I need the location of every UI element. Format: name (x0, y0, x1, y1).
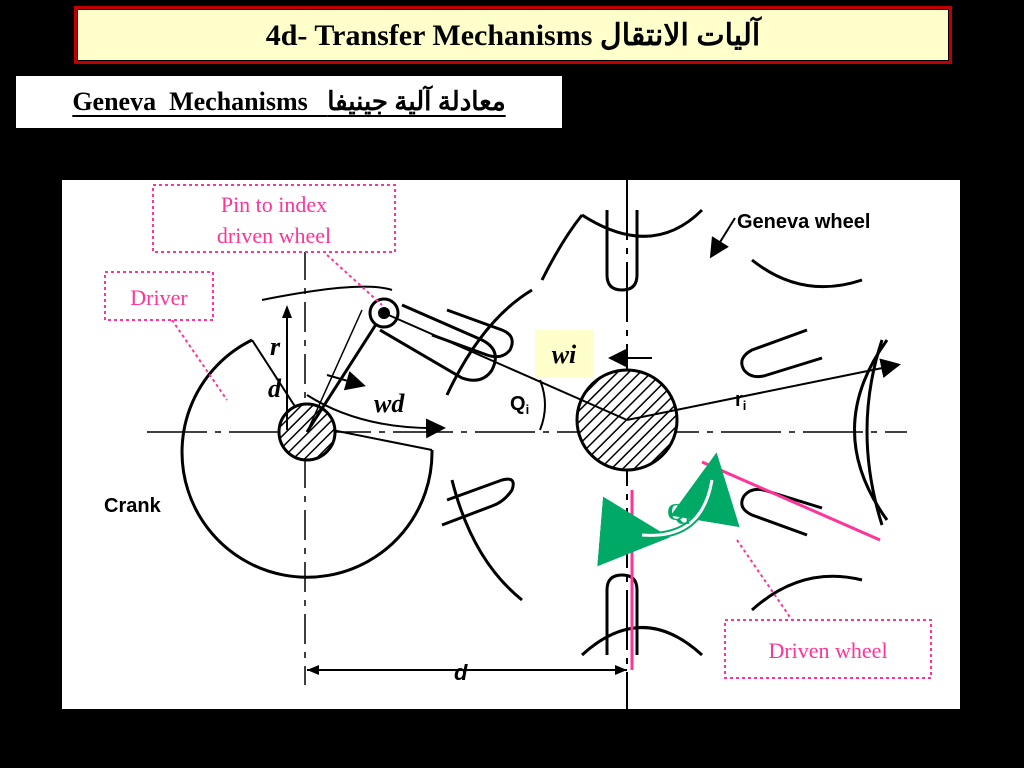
green-qi-label: Qi (667, 500, 690, 528)
geneva-wheel-label: Geneva wheel (737, 211, 870, 233)
d-bottom-label: d (454, 660, 468, 685)
d-dimension-arrow-right (615, 665, 627, 675)
pin-callout-box (152, 184, 396, 253)
qi-angle-arc (539, 379, 546, 431)
geneva-wheel-leader (709, 217, 736, 259)
pin-callout-leader (326, 254, 383, 306)
crank-disc (180, 338, 434, 579)
ri-symbol: ri (735, 389, 746, 413)
wi-label: wi (552, 340, 577, 369)
driven-wheel-label: Driven wheel (768, 638, 887, 663)
wd-label: wd (374, 389, 405, 418)
ri-dimension (626, 358, 901, 421)
rotation-arrow (326, 370, 366, 391)
pin-label-line2: driven wheel (217, 223, 331, 248)
driver-callout-box (104, 271, 214, 321)
geneva-wheel-shape (431, 208, 889, 657)
crank-label: Crank (104, 495, 162, 517)
subtitle-text: Geneva Mechanisms معادلة آلية جينيفا (72, 87, 506, 116)
pin-to-center-line (383, 312, 628, 421)
wd-arrow (306, 394, 446, 439)
green-qi-arrow-inner (641, 479, 714, 537)
d-left-label: d (268, 374, 282, 403)
page-title-text: 4d- Transfer Mechanisms آليات الانتقال (265, 18, 761, 52)
r-dimension-arrowhead (282, 305, 292, 318)
driven-callout-leader (736, 539, 793, 621)
geneva-diagram-svg: Pin to index driven wheel Driver Driven … (104, 180, 932, 709)
crank-arm-edge (306, 309, 363, 433)
driven-wheel-callout-box (724, 619, 932, 679)
page-title: 4d- Transfer Mechanisms آليات الانتقال (74, 6, 952, 64)
pin-path-arc (261, 285, 393, 301)
wi-highlight-box (535, 330, 593, 378)
r-label: r (270, 332, 281, 361)
engaged-slot (379, 303, 497, 382)
d-dimension-arrow-left (307, 665, 319, 675)
subtitle-box: Geneva Mechanisms معادلة آلية جينيفا (16, 76, 562, 128)
geneva-diagram: Pin to index driven wheel Driver Driven … (62, 180, 960, 709)
pin-label-line1: Pin to index (221, 192, 327, 217)
qi-symbol: Qi (510, 393, 529, 417)
driver-label: Driver (130, 285, 188, 310)
driver-callout-leader (171, 319, 228, 401)
